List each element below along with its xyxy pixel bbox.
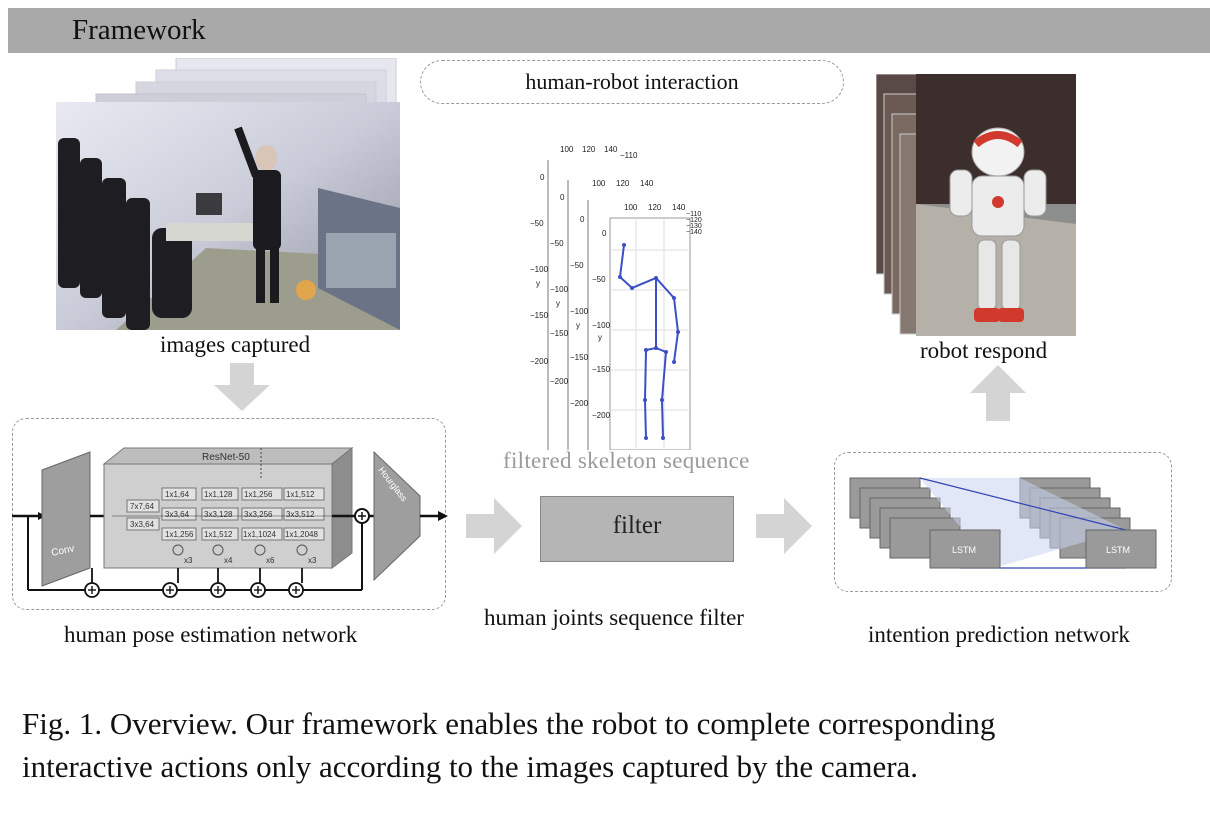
down-arrow-capture <box>214 363 270 411</box>
filter-box: filter <box>540 496 734 562</box>
plot4-xtick-3: 140 <box>672 203 686 212</box>
interaction-label: human-robot interaction <box>525 69 739 94</box>
plot3-yaxis: y <box>576 321 580 330</box>
conv-label: Conv <box>50 543 75 559</box>
lstm-right-label: LSTM <box>1106 545 1130 555</box>
robot-images-graphic <box>875 73 1076 336</box>
plot4-xtick-2: 120 <box>648 203 662 212</box>
filter-label: human joints sequence filter <box>484 605 744 630</box>
pose-network-label: human pose estimation network <box>64 622 358 647</box>
block3-row3: 1x1,1024 <box>243 530 276 539</box>
res-block-1: 1x1,64 3x3,64 1x1,256 x3 <box>161 487 197 565</box>
plot1-ytick-2: −50 <box>530 219 544 228</box>
plot3-ytick-2: −50 <box>570 261 584 270</box>
block4-repeat: x3 <box>308 556 317 565</box>
plot4-yaxis: y <box>598 333 602 342</box>
block2-row3: 1x1,512 <box>204 530 233 539</box>
stem-row-2: 3x3,64 <box>130 520 155 529</box>
plot2-ytick-4: −150 <box>550 329 569 338</box>
res-block-2: 1x1,128 3x3,128 1x1,512 x4 <box>201 487 239 565</box>
lstm-left-label: LSTM <box>952 545 976 555</box>
caption-line-2: interactive actions only according to th… <box>22 749 919 784</box>
res-block-3: 1x1,256 3x3,256 1x1,1024 x6 <box>241 487 283 565</box>
plot4-ztick-2: −120 <box>686 217 702 224</box>
block3-repeat: x6 <box>266 556 275 565</box>
plot4-xtick-1: 100 <box>624 203 638 212</box>
robot-label: robot respond <box>920 338 1048 363</box>
block3-row1: 1x1,256 <box>244 490 273 499</box>
plot3-ytick-4: −150 <box>570 353 589 362</box>
plot4-ytick-2: −50 <box>592 275 606 284</box>
plot4-ytick-1: 0 <box>602 229 607 238</box>
plot1-ytick-5: −200 <box>530 357 549 366</box>
plot2-xtick-1: 100 <box>592 179 606 188</box>
right-arrow-2 <box>756 498 812 554</box>
header-title: Framework <box>72 14 206 46</box>
plot2-ytick-5: −200 <box>550 377 569 386</box>
pose-network-box <box>12 418 446 610</box>
res-block-4: 1x1,512 3x3,512 1x1,2048 x3 <box>283 487 325 565</box>
plot4-ytick-4: −150 <box>592 365 611 374</box>
caption-line-1: Fig. 1. Overview. Our framework enables … <box>22 706 996 741</box>
block2-row1: 1x1,128 <box>204 490 233 499</box>
resnet-label: ResNet-50 <box>202 452 250 463</box>
block2-repeat: x4 <box>224 556 233 565</box>
plot1-ytick-1: 0 <box>540 173 545 182</box>
header-bar: Framework <box>8 8 1210 53</box>
block4-row1: 1x1,512 <box>286 490 315 499</box>
plot2-yaxis: y <box>556 299 560 308</box>
plot1-xtick-1: 100 <box>560 145 574 154</box>
skeleton-plots: 100 120 140 −110 0 −50 −100 y −150 −200 … <box>530 145 702 450</box>
block1-row2: 3x3,64 <box>165 510 190 519</box>
intention-network-graphic: LSTM LSTM <box>849 477 1157 569</box>
block4-row2: 3x3,512 <box>286 510 315 519</box>
pose-network-graphic: Conv ResNet-50 7x7,64 3x3,64 1x1,64 3x3,… <box>12 446 448 598</box>
block1-row3: 1x1,256 <box>165 530 194 539</box>
up-arrow-robot <box>970 365 1026 421</box>
block1-repeat: x3 <box>184 556 193 565</box>
plot2-xtick-3: 140 <box>640 179 654 188</box>
stem-row-1: 7x7,64 <box>130 502 155 511</box>
interaction-box: human-robot interaction <box>420 60 844 104</box>
intention-network-box <box>834 452 1172 592</box>
block1-row1: 1x1,64 <box>165 490 190 499</box>
filter-box-label: filter <box>612 512 662 539</box>
plot1-ztick: −110 <box>620 151 638 160</box>
intention-label: intention prediction network <box>868 622 1130 647</box>
plot1-xtick-2: 120 <box>582 145 596 154</box>
figure-caption: Fig. 1. Overview. Our framework enables … <box>22 702 995 788</box>
plot2-xtick-2: 120 <box>616 179 630 188</box>
plot4-ztick-3: −130 <box>686 223 702 230</box>
block2-row2: 3x3,128 <box>204 510 233 519</box>
plot1-yaxis: y <box>536 279 540 288</box>
captured-label: images captured <box>160 332 311 357</box>
plot1-ytick-4: −150 <box>530 311 549 320</box>
skeleton-label: filtered skeleton sequence <box>503 448 750 473</box>
plot3-ytick-3: −100 <box>570 307 589 316</box>
plot4-ytick-5: −200 <box>592 411 611 420</box>
robot-images-stack <box>875 73 1076 336</box>
plot1-xtick-3: 140 <box>604 145 618 154</box>
plot1-ytick-3: −100 <box>530 265 549 274</box>
plot2-ytick-1: 0 <box>560 193 565 202</box>
plot4-ztick-1: −110 <box>686 211 701 218</box>
plot3-ytick-5: −200 <box>570 399 589 408</box>
plot3-ytick-1: 0 <box>580 215 585 224</box>
block4-row3: 1x1,2048 <box>285 530 318 539</box>
plot4-ztick-4: −140 <box>686 229 702 236</box>
right-arrow-1 <box>466 498 522 554</box>
plot4-ytick-3: −100 <box>592 321 611 330</box>
captured-images-stack <box>56 57 400 330</box>
block3-row2: 3x3,256 <box>244 510 273 519</box>
plot2-ytick-3: −100 <box>550 285 569 294</box>
captured-images-graphic <box>56 57 400 330</box>
plot2-ytick-2: −50 <box>550 239 564 248</box>
